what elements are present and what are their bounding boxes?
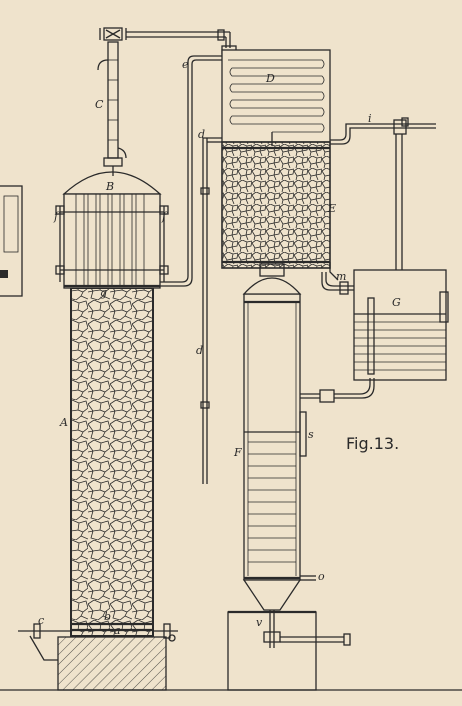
label-a-upper: A	[59, 416, 68, 429]
label-d-top: d	[198, 128, 205, 141]
figure-caption: Fig.13.	[346, 434, 399, 453]
label-b: B	[105, 180, 114, 193]
label-f-right: f	[161, 210, 168, 223]
vessel-g	[321, 269, 449, 381]
label-f-left: f	[53, 210, 60, 223]
label-s: s	[308, 428, 314, 441]
column-f-liquid	[248, 441, 296, 563]
label-g: g	[100, 286, 107, 299]
label-a-lower: a	[114, 624, 121, 637]
column-a-shell	[70, 287, 154, 637]
column-a-base	[57, 636, 167, 691]
label-c: C	[95, 98, 104, 111]
label-o: o	[318, 570, 325, 583]
label-m: m	[336, 270, 346, 283]
label-i: i	[368, 112, 372, 125]
label-f-column: F	[233, 446, 242, 459]
label-v: v	[256, 616, 263, 629]
label-c-lower: c	[38, 614, 44, 627]
pipe-d	[200, 137, 222, 484]
pipe-e	[160, 55, 228, 283]
left-partial-apparatus	[0, 185, 23, 297]
head-b	[55, 171, 169, 289]
label-e: e	[182, 58, 189, 71]
tank-e	[221, 141, 339, 281]
tank-d	[221, 49, 331, 146]
label-d-mid: d	[196, 344, 203, 357]
label-g-vessel: G	[392, 296, 401, 309]
label-b-lower: b	[104, 610, 111, 623]
column-a	[18, 287, 178, 691]
column-f	[227, 263, 375, 691]
tube-c	[97, 27, 237, 176]
label-e-tank: E	[327, 202, 336, 215]
pipe-i	[330, 117, 436, 270]
label-d-tank: D	[265, 72, 275, 85]
